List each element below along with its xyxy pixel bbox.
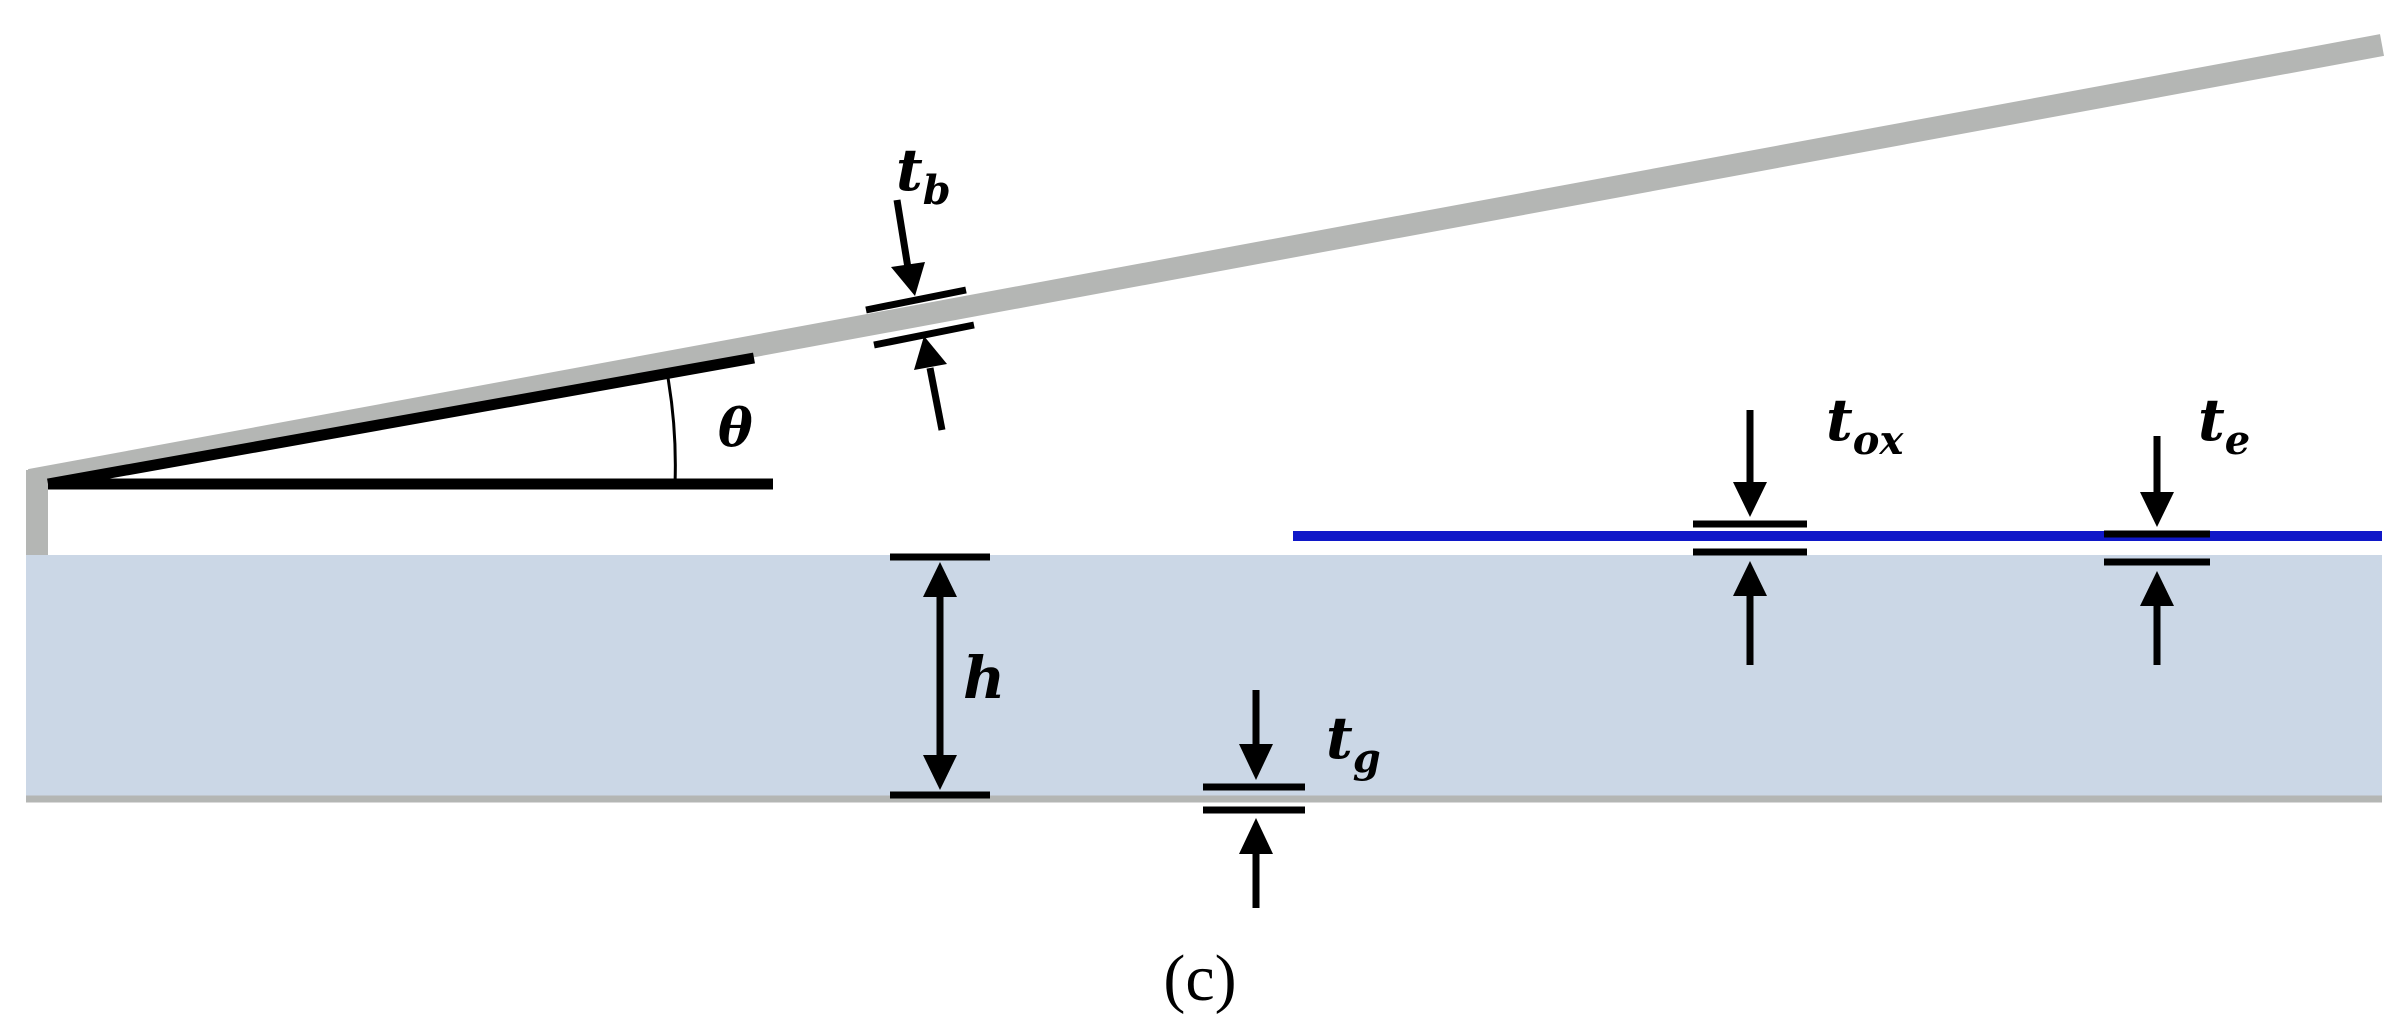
label-theta: θ (718, 398, 753, 459)
angle-arc (666, 377, 677, 485)
label-tb: tb (896, 136, 951, 214)
angle-arm-upper (47, 352, 755, 490)
tilted-beam (27, 34, 2385, 491)
tg-dimension (1203, 690, 1305, 908)
label-tg: tg (1326, 704, 1381, 782)
label-h: h (963, 644, 1005, 712)
tb-dimension (865, 199, 975, 431)
label-tox: tox (1826, 386, 1904, 464)
tox-dimension (1693, 410, 1807, 665)
h-dimension (890, 553, 990, 799)
caption: (c) (1163, 942, 1236, 1015)
te-dimension (2104, 436, 2210, 665)
substrate (26, 555, 2382, 797)
label-te: te (2198, 386, 2250, 464)
anchor-post (26, 470, 48, 555)
